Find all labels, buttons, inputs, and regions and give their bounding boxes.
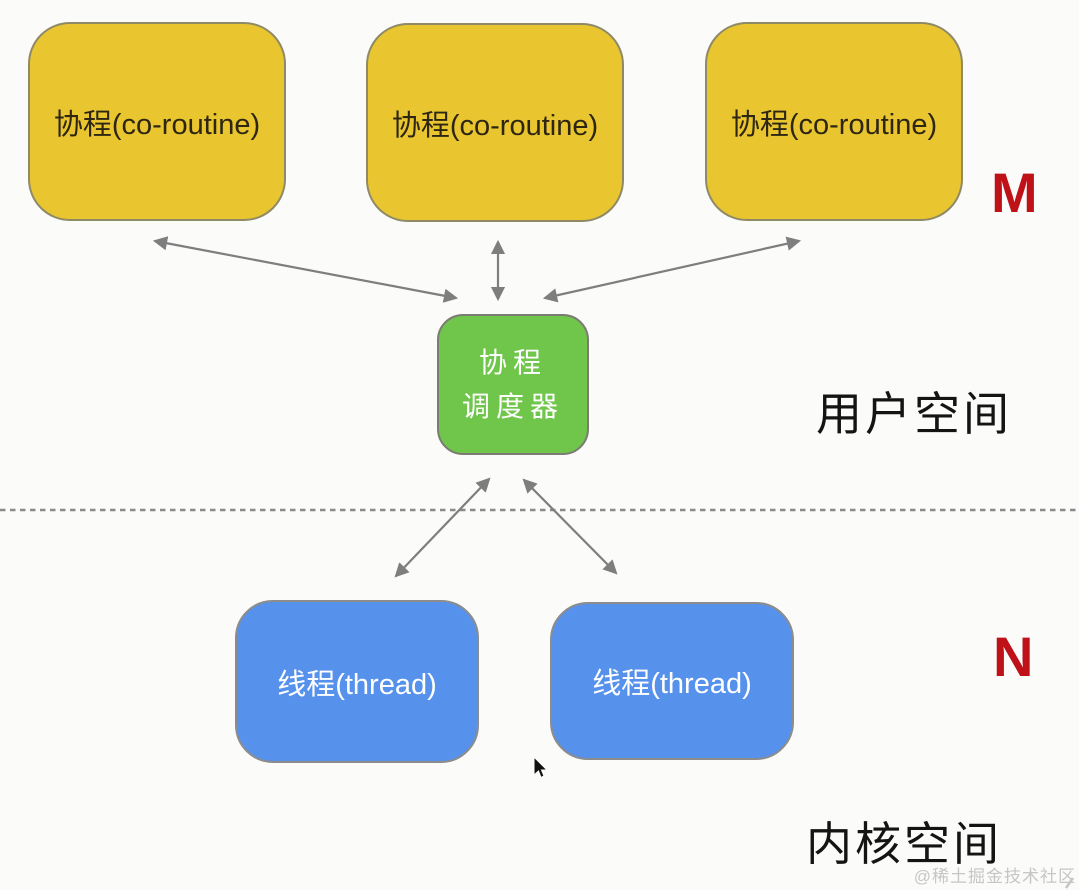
scheduler-box: 协程 调度器 [437,314,589,455]
coroutine-box-1: 协程(co-routine) [28,22,286,221]
thread-box-1: 线程(thread) [235,600,479,763]
n-count-label: N [993,625,1034,688]
arrow-coroutine1-scheduler-icon [152,236,459,303]
scheduler-label-line1: 协程 [478,346,547,378]
coroutine-box-3-label: 协程(co-routine) [730,108,938,141]
coroutine-box-3: 协程(co-routine) [705,22,963,221]
mouse-cursor-icon [533,755,549,779]
coroutine-box-2: 协程(co-routine) [366,23,624,222]
watermark: @稀土掘金技术社区 [913,867,1076,886]
user-space-label: 用户空间 [816,388,1012,440]
arrow-coroutine3-scheduler-icon [542,236,802,303]
thread-box-2: 线程(thread) [550,602,794,760]
arrow-scheduler-thread2-icon [522,478,618,575]
coroutine-box-2-label: 协程(co-routine) [391,109,599,142]
arrow-scheduler-thread1-icon [394,477,491,578]
coroutine-box-1-label: 协程(co-routine) [53,108,261,141]
thread-box-1-label: 线程(thread) [277,668,437,701]
m-count-label: M [991,161,1038,224]
thread-box-2-label: 线程(thread) [592,668,752,700]
kernel-space-label: 内核空间 [806,818,1002,870]
scheduler-label-line2: 调度器 [461,390,564,422]
